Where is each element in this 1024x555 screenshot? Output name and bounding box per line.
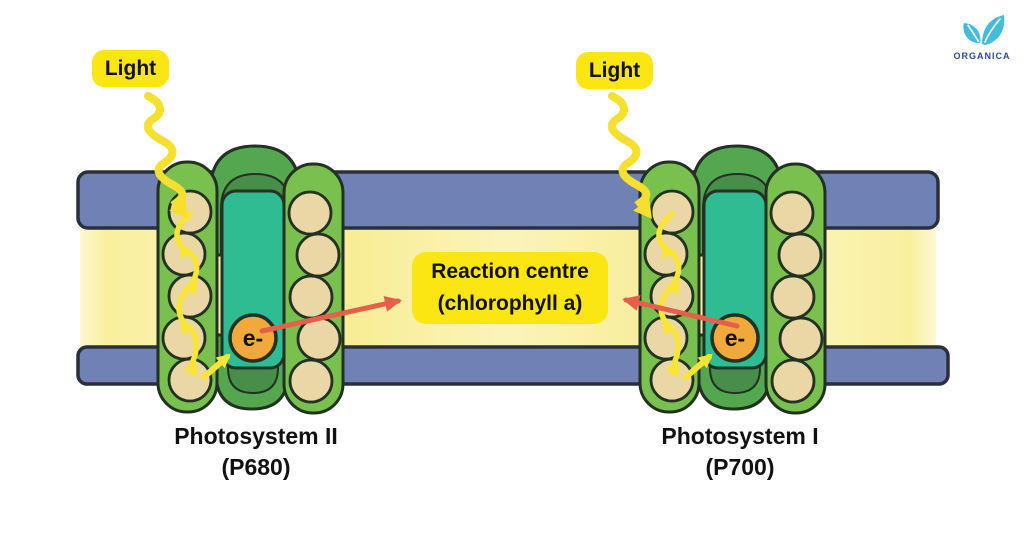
pigment-circle [296,316,342,362]
pigment-circle [778,316,824,362]
reaction-centre-label: Reaction centre (chlorophyll a) [412,252,608,324]
pigment-circle [288,274,334,320]
light-wave-arrow-right [607,92,652,220]
light-label-right: Light [576,52,653,89]
electron-excitation-arrow [683,353,713,380]
pigment-circle [287,190,333,236]
pigment-circle [770,274,816,320]
reaction-centre-line2: (chlorophyll a) [437,292,583,315]
pigment-circle [770,358,816,404]
electron-label: e- [725,325,745,351]
brand-name: ORGANICA [953,51,1011,61]
photosystem-i-label: Photosystem I (P700) [624,421,856,483]
photosystem-name: Photosystem II [174,423,338,449]
reaction-centre-pointer-right [622,295,740,329]
pigment-circle [649,357,695,403]
pigment-circle [167,357,213,403]
electron-label: e- [243,325,263,351]
pigment-circle [769,190,815,236]
electron-circle [228,313,278,363]
photosystem-i-complex: e- [638,144,827,415]
brand-logo: ORGANICA [942,10,1022,61]
photosystem-ii-complex: e- [156,144,345,415]
light-label-left: Light [92,50,169,87]
reaction-centre-line1: Reaction centre [431,260,589,283]
energy-transfer-chevrons [661,243,680,377]
photosystem-ii-label: Photosystem II (P680) [140,421,372,483]
photosystem-pigment: (P700) [705,454,775,480]
light-label-text: Light [588,58,641,82]
pigment-circle [295,232,341,278]
photosystem-name: Photosystem I [661,423,819,449]
pigment-circle [777,232,823,278]
electron-circle [710,313,760,363]
energy-transfer-chevrons [179,243,198,377]
light-wave-arrow-left [143,92,188,220]
electron-excitation-arrow [201,353,231,380]
photosystem-pigment: (P680) [221,454,291,480]
light-label-text: Light [104,56,157,80]
reaction-centre-pointer-left [259,295,402,334]
organica-leaves-icon [963,15,1005,45]
pigment-circle [288,358,334,404]
